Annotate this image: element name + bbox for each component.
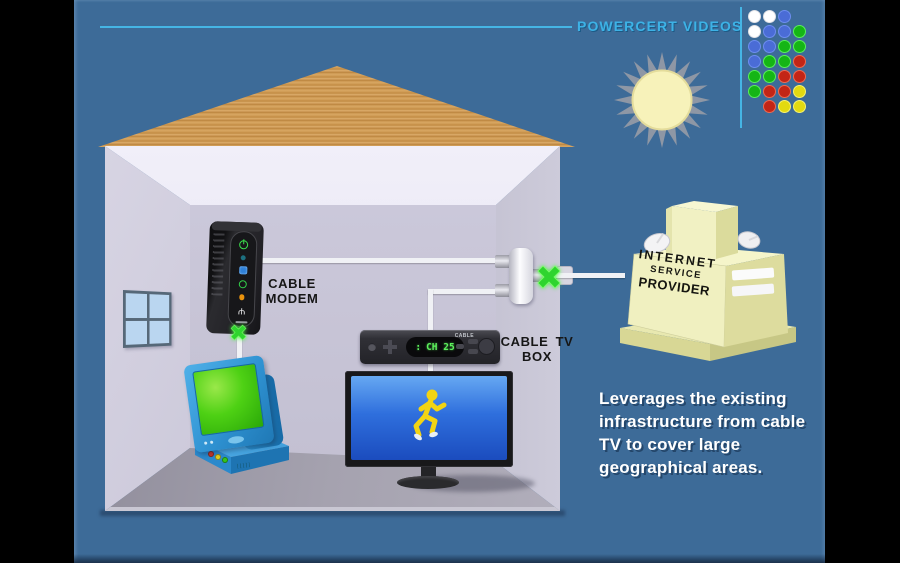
green-dot xyxy=(763,70,776,83)
bottom-vignette xyxy=(74,554,825,563)
red-dot xyxy=(793,70,806,83)
channel-display: : CH 25 xyxy=(406,337,464,357)
green-dot xyxy=(778,40,791,53)
modem-label-line2: MODEM xyxy=(265,291,319,306)
brand-title: POWERCERT VIDEOS xyxy=(577,18,743,34)
send-led-icon xyxy=(238,266,247,275)
television xyxy=(345,371,535,493)
red-dot xyxy=(778,85,791,98)
cable-box-to-tv xyxy=(428,360,433,376)
stb-key-3 xyxy=(456,344,464,349)
caption-text: Leverages the existing infrastructure fr… xyxy=(599,387,839,479)
green-dot xyxy=(793,40,806,53)
caption-line2: infrastructure from cable xyxy=(599,412,806,431)
satellite-dish-icon-right xyxy=(737,231,761,249)
activity-led-icon xyxy=(238,294,245,300)
green-x-connector-modem xyxy=(230,324,247,341)
isp-building-graphic xyxy=(620,201,796,361)
blue-dot xyxy=(763,40,776,53)
modem-led-panel: Ψ xyxy=(227,230,258,328)
room-ceiling xyxy=(105,146,560,205)
tv-stand-base xyxy=(397,476,459,489)
green-dot xyxy=(748,85,761,98)
running-man-icon xyxy=(413,389,447,441)
cable-modem-to-splitter xyxy=(256,258,502,263)
blue-dot xyxy=(763,25,776,38)
modem-vents xyxy=(211,233,225,296)
green-dot xyxy=(778,55,791,68)
blue-dot xyxy=(748,40,761,53)
satellite-dish-icon-left xyxy=(643,233,671,253)
online-led-icon xyxy=(238,280,247,289)
tv-box-label-line1: CABLE TV xyxy=(500,334,574,349)
case-power-button-yellow xyxy=(215,454,221,460)
white-dot xyxy=(748,25,761,38)
stb-key-2 xyxy=(468,349,478,354)
stb-key-1 xyxy=(468,339,478,344)
stb-brand-label: CABLE xyxy=(454,333,474,339)
caption-line3: TV to cover large xyxy=(599,435,741,454)
window xyxy=(123,290,172,348)
monitor-speaker-grille xyxy=(227,435,245,445)
blue-dot xyxy=(778,10,791,23)
brand-separator-line xyxy=(740,7,742,128)
coax-splitter xyxy=(495,246,557,306)
red-dot xyxy=(793,55,806,68)
letterbox-right xyxy=(825,0,900,563)
stb-dpad xyxy=(383,340,397,354)
cable-splitter-to-isp xyxy=(543,273,625,278)
green-dot xyxy=(793,25,806,38)
cable-tv-box-device: : CH 25 CABLE xyxy=(360,330,500,364)
crt-monitor xyxy=(183,354,275,454)
monitor-screen xyxy=(192,362,265,437)
stb-knob xyxy=(368,343,376,351)
power-led-icon xyxy=(239,240,249,250)
monitor-led-dot xyxy=(209,440,214,444)
green-dot xyxy=(748,70,761,83)
case-power-button-green xyxy=(222,457,228,463)
blue-dot xyxy=(778,25,791,38)
red-dot xyxy=(778,70,791,83)
caption-line1: Leverages the existing xyxy=(599,389,787,408)
red-dot xyxy=(763,100,776,113)
usb-icon: Ψ xyxy=(237,305,246,316)
dots-grid xyxy=(748,10,808,115)
stb-power-button xyxy=(478,338,495,355)
cable-splitter-branch-horizontal xyxy=(428,289,502,294)
isp-building: INTERNET SERVICE PROVIDER xyxy=(608,192,803,367)
green-dot xyxy=(763,55,776,68)
desktop-computer xyxy=(175,354,295,492)
modem-label: CABLE MODEM xyxy=(260,276,324,306)
receive-led-icon xyxy=(240,255,246,261)
red-dot xyxy=(763,85,776,98)
green-x-connector-splitter xyxy=(537,265,561,289)
letterbox-left xyxy=(0,0,74,563)
splitter-body xyxy=(509,248,533,304)
blue-dot xyxy=(748,55,761,68)
sun-icon xyxy=(614,52,710,148)
white-dot xyxy=(763,10,776,23)
cable-modem-to-computer xyxy=(237,330,242,372)
splitter-port-top-left xyxy=(495,255,511,268)
cable-splitter-branch-vertical xyxy=(428,289,433,336)
caption-line4: geographical areas. xyxy=(599,458,763,477)
splitter-port-bottom-left xyxy=(495,284,511,297)
white-dot xyxy=(748,10,761,23)
monitor-power-dot xyxy=(204,441,208,445)
house-ground-shadow xyxy=(100,510,565,516)
tv-box-label: CABLE TV BOX xyxy=(500,334,574,364)
display-indicator: : xyxy=(415,341,422,353)
display-channel: CH 25 xyxy=(426,341,455,353)
modem-body: Ψ xyxy=(206,221,264,335)
modem-label-line1: CABLE xyxy=(268,276,316,291)
case-power-button-red xyxy=(208,451,214,457)
header-rule-line xyxy=(100,26,572,28)
yellow-dot xyxy=(793,85,806,98)
tv-screen xyxy=(351,376,507,460)
yellow-dot xyxy=(778,100,791,113)
yellow-dot xyxy=(793,100,806,113)
tv-box-label-line2: BOX xyxy=(522,349,552,364)
